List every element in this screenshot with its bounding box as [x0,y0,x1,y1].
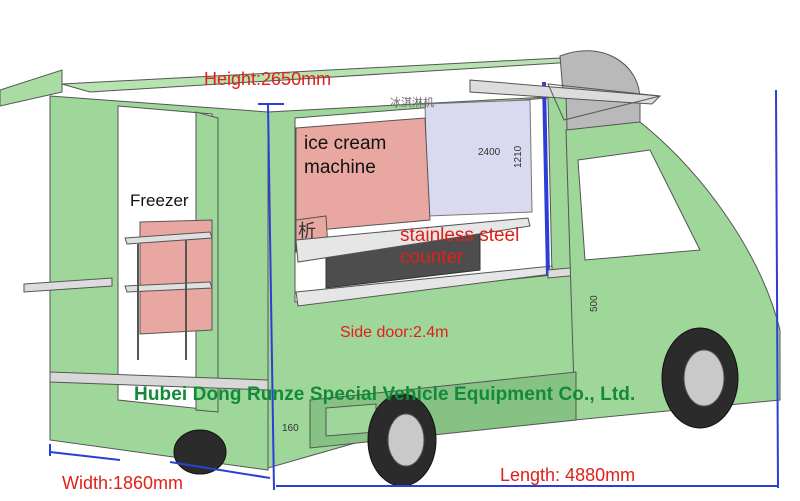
company-watermark: Hubei Dong Runze Special Vehicle Equipme… [134,384,636,405]
dimension-lines [49,89,779,491]
rear-shelf-top [124,231,213,245]
step-dimension: 160 [282,423,299,434]
unit-mark-text: 析 [298,221,316,241]
opening-height-dimension: 1210 [513,145,524,168]
ice-cream-label-line2: machine [304,157,376,178]
side-door-dimension: Side door:2.4m [340,324,449,341]
ice-cream-label-line1: ice cream [304,133,387,154]
machine-brand-text: 冰淇淋机 [390,97,434,109]
left-rear-wheel [173,429,227,475]
window-frame-post [542,81,550,277]
length-dimension: Length: 4880mm [500,465,636,485]
awning-strut [547,83,661,121]
cab-roof-fairing [559,50,641,131]
stainless-counter [295,217,531,263]
width-dimension: Width:1860mm [62,473,184,493]
opening-width-dimension: 2400 [478,147,501,158]
rear-wheel-rim [387,413,425,467]
ice-cream-machine [295,117,431,233]
rear-awning [0,69,63,107]
counter-label-line2: counter [400,247,464,268]
rear-fold-shelf [23,277,113,293]
side-awning [469,79,662,105]
rear-shelf-mid [124,281,213,293]
counter-height-dimension: 500 [589,295,600,312]
front-wheel-rim [683,349,725,407]
counter-label-line1: stainless steel [400,225,520,246]
freezer-block [139,219,213,335]
height-dimension: Height:2650mm [204,69,332,89]
freezer-label: Freezer [130,191,189,210]
cab-window [577,149,701,261]
